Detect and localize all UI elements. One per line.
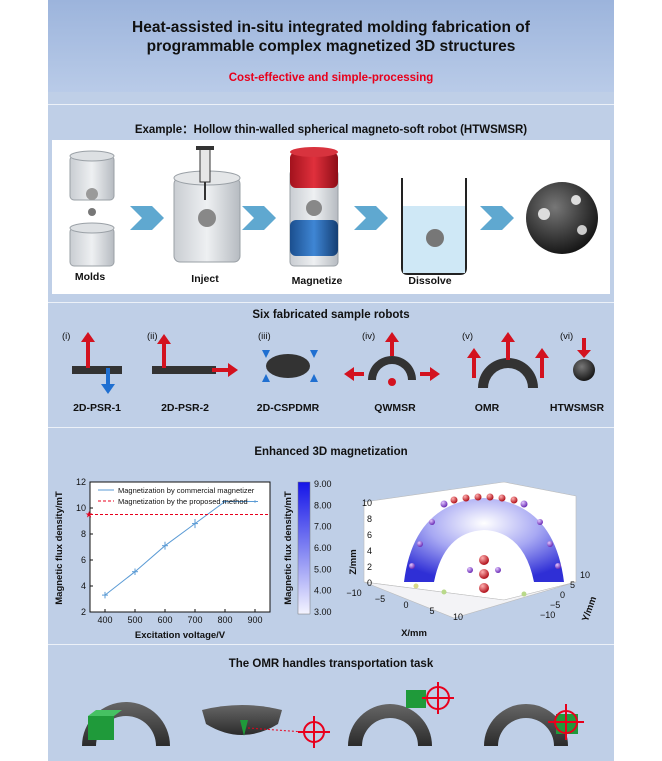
colorbar: 9.00 8.00 7.00 6.00 5.00 4.00 3.00 Magnetic fl… — [283, 479, 332, 617]
chevron-arrows — [130, 206, 514, 230]
y-tick-label: 10 — [76, 503, 86, 513]
x-tick-label: 600 — [157, 615, 172, 625]
series-line-commercial — [104, 501, 255, 596]
x-axis-label-3d: X/mm — [401, 628, 427, 639]
magnetization-title: Enhanced 3D magnetization — [254, 446, 408, 458]
sample-robots-illustration — [72, 332, 595, 394]
colorbar-tick-label: 9.00 — [314, 479, 332, 489]
process-illustration — [69, 146, 598, 275]
y-tick-label-3d: 0 — [560, 590, 565, 600]
divider — [48, 644, 614, 645]
x-tick-label: 900 — [247, 615, 262, 625]
colorbar-tick-label: 7.00 — [314, 522, 332, 532]
y-tick-label: 8 — [81, 529, 86, 539]
y-tick-label-3d: −10 — [540, 610, 555, 620]
y-tick-label: 12 — [76, 477, 86, 487]
y-axis-label-3d: Y/mm — [580, 595, 599, 623]
y-tick-label-3d: −5 — [550, 600, 560, 610]
sample-robot-1 — [72, 332, 122, 394]
sample-tag: (i) — [62, 331, 71, 342]
divider — [48, 302, 614, 303]
colorbar-tick-label: 3.00 — [314, 607, 332, 617]
x-tick-label: 800 — [217, 615, 232, 625]
z-tick-label: 4 — [367, 546, 372, 556]
y-tick-label: 6 — [81, 555, 86, 565]
y-tick-label: 2 — [81, 607, 86, 617]
x-tick-label-3d: 10 — [453, 612, 463, 622]
x-tick-label-3d: 5 — [429, 606, 434, 616]
transport-step-1 — [82, 702, 170, 746]
transport-step-2 — [202, 705, 330, 748]
poster-frame — [48, 0, 614, 761]
x-tick-label-3d: 0 — [403, 600, 408, 610]
z-tick-label: 8 — [367, 514, 372, 524]
sample-robot-4 — [344, 332, 440, 386]
sample-tag: (iii) — [258, 331, 271, 342]
colorbar-label: Magnetic flux density/mT — [283, 491, 294, 605]
sample-label: 2D-CSPDMR — [256, 402, 320, 414]
samples-title: Six fabricated sample robots — [252, 309, 410, 321]
z-tick-label: 2 — [367, 562, 372, 572]
poster-subtitle: Cost-effective and simple-processing — [228, 72, 434, 84]
divider — [48, 104, 614, 105]
sample-label: 2D-PSR-2 — [161, 402, 209, 414]
y-tick-label: 4 — [81, 581, 86, 591]
y-tick-label-3d: 10 — [580, 570, 590, 580]
dissolve-illustration — [401, 178, 467, 275]
inject-illustration — [173, 146, 241, 263]
z-tick-label: 6 — [367, 530, 372, 540]
molds-illustration — [69, 150, 115, 267]
line-chart: 400 500 600 700 800 900 2 4 6 8 10 12 ★ Magnetizati… — [54, 477, 271, 641]
dome-markers — [409, 493, 561, 597]
x-tick-label-3d: −10 — [346, 588, 361, 598]
example-title: Example：Hollow thin-walled spherical mag… — [134, 124, 528, 136]
sample-robot-2 — [152, 334, 238, 377]
sample-tag: (v) — [462, 331, 474, 342]
x-axis-label: Excitation voltage/V — [135, 630, 226, 641]
colorbar-tick-label: 4.00 — [314, 586, 332, 596]
colorbar-tick-label: 6.00 — [314, 543, 332, 553]
step-label-molds: Molds — [74, 271, 106, 283]
htwsmsr-ball — [526, 182, 598, 254]
sample-label: HTWSMSR — [549, 402, 605, 414]
sample-tag: (vi) — [560, 331, 574, 342]
plot-area — [89, 481, 271, 613]
poster-header — [48, 0, 614, 92]
sample-robot-5 — [467, 332, 549, 388]
divider — [48, 427, 614, 428]
z-tick-label: 0 — [367, 578, 372, 588]
transport-step-4 — [484, 704, 584, 746]
x-tick-label: 700 — [187, 615, 202, 625]
z-tick-label: 10 — [362, 498, 372, 508]
sample-tag: (ii) — [147, 331, 158, 342]
sample-label: 2D-PSR-1 — [73, 402, 121, 414]
magnetize-illustration — [289, 147, 339, 267]
sample-tag: (iv) — [362, 331, 376, 342]
transport-step-3 — [348, 682, 454, 746]
x-tick-label: 500 — [127, 615, 142, 625]
flux-dome — [404, 498, 564, 582]
x-tick-label: 400 — [97, 615, 112, 625]
step-label-magnetize: Magnetize — [291, 275, 343, 287]
transport-title: The OMR handles transportation task — [228, 658, 434, 670]
step-label-dissolve: Dissolve — [408, 275, 452, 287]
sample-robot-6 — [573, 338, 595, 381]
sample-robot-3 — [262, 350, 318, 382]
z-axis-label: Z/mm — [348, 549, 359, 574]
y-tick-label-3d: 5 — [570, 580, 575, 590]
x-tick-label-3d: −5 — [375, 594, 385, 604]
sample-label: OMR — [474, 402, 500, 414]
colorbar-gradient — [297, 481, 311, 615]
colorbar-tick-label: 8.00 — [314, 500, 332, 510]
step-label-inject: Inject — [191, 273, 219, 285]
legend-entry: Magnetization by the proposed method — [118, 497, 248, 506]
proposed-marker: ★ — [85, 510, 93, 520]
poster-title: Heat-assisted in-situ integrated molding… — [132, 19, 530, 55]
sample-label: QWMSR — [374, 402, 416, 414]
y-axis-label: Magnetic flux density/mT — [54, 491, 65, 605]
transport-illustration — [82, 682, 584, 748]
legend-entry: Magnetization by commercial magnetizer — [118, 486, 255, 495]
colorbar-tick-label: 5.00 — [314, 564, 332, 574]
